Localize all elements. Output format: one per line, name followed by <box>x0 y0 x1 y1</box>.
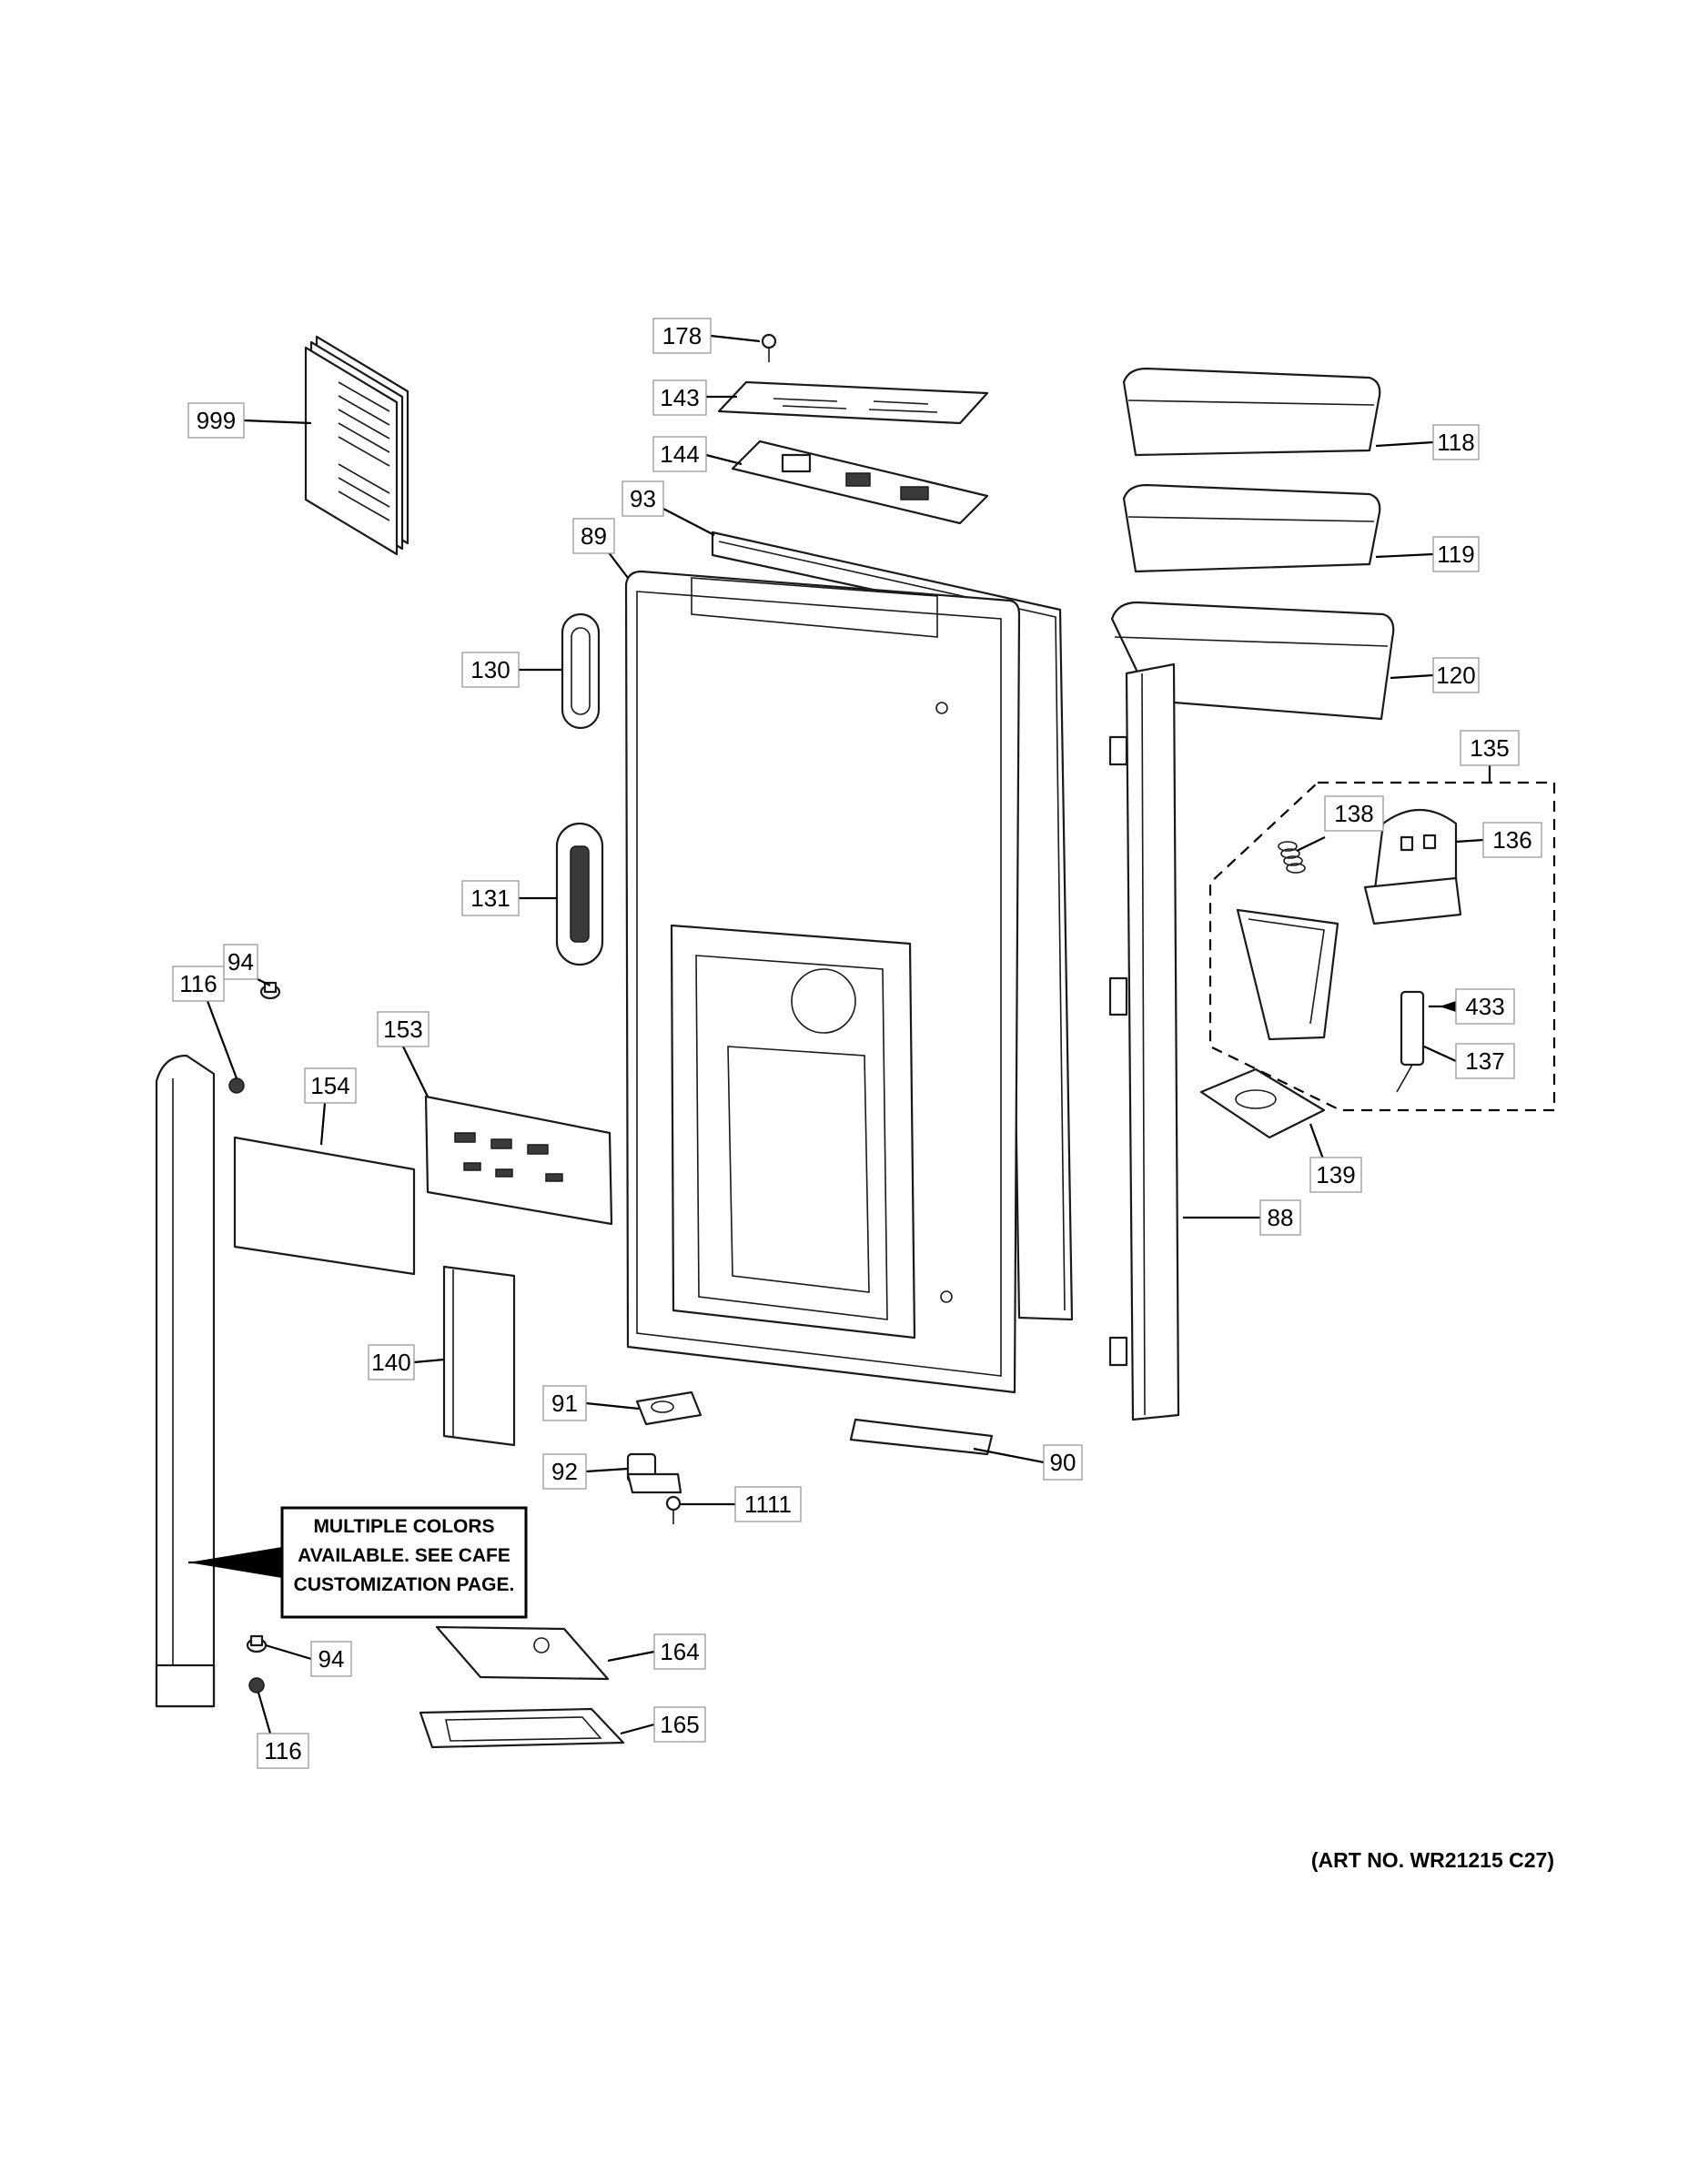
svg-text:90: 90 <box>1050 1449 1076 1476</box>
part-120-door-bin <box>1110 601 1395 721</box>
svg-text:88: 88 <box>1268 1204 1294 1231</box>
svg-text:119: 119 <box>1437 541 1474 568</box>
callout-178: 178 <box>652 318 712 354</box>
part-94-bolt-lower <box>246 1634 268 1653</box>
part-88-flipper-mullion <box>1108 662 1180 1421</box>
arrow-433 <box>1440 1001 1456 1012</box>
part-116-plug-upper <box>228 1077 245 1094</box>
callout-135: 135 <box>1460 730 1520 766</box>
callout-92: 92 <box>542 1453 587 1490</box>
callout-140: 140 <box>368 1344 415 1380</box>
svg-text:433: 433 <box>1465 993 1504 1020</box>
part-143-label <box>717 380 989 425</box>
svg-text:94: 94 <box>227 948 254 976</box>
part-999-manual <box>304 335 409 556</box>
callout-154: 154 <box>304 1067 357 1104</box>
callout-164: 164 <box>653 1633 706 1670</box>
art-number: (ART NO. WR21215 C27) <box>1311 1848 1554 1872</box>
part-154-panel <box>233 1136 416 1276</box>
svg-text:143: 143 <box>660 384 699 411</box>
svg-text:91: 91 <box>551 1390 578 1417</box>
part-1111-screw <box>665 1495 682 1524</box>
callout-131: 131 <box>461 880 520 916</box>
callout-116-upper: 116 <box>172 966 225 1002</box>
callout-119: 119 <box>1432 536 1480 572</box>
part-164-cover <box>435 1625 610 1681</box>
svg-text:94: 94 <box>318 1645 345 1673</box>
svg-text:139: 139 <box>1316 1161 1355 1188</box>
callout-94-lower: 94 <box>310 1641 352 1677</box>
svg-text:165: 165 <box>660 1711 699 1738</box>
svg-text:116: 116 <box>264 1737 301 1764</box>
svg-text:178: 178 <box>662 322 702 349</box>
callout-120: 120 <box>1432 657 1480 693</box>
part-130-cover <box>561 612 601 730</box>
color-note: MULTIPLE COLORS AVAILABLE. SEE CAFE CUST… <box>280 1506 528 1619</box>
part-131-cover <box>555 822 604 966</box>
svg-text:140: 140 <box>371 1349 410 1376</box>
part-93-gasket <box>711 531 1074 1321</box>
callout-137: 137 <box>1455 1043 1515 1079</box>
part-139-base <box>1199 1067 1326 1139</box>
part-153-control-board <box>424 1095 613 1226</box>
svg-text:89: 89 <box>581 522 607 550</box>
leader-lines <box>206 334 1491 1735</box>
part-135-assembly <box>1208 781 1556 1112</box>
svg-text:116: 116 <box>179 970 217 997</box>
callout-116-lower: 116 <box>257 1733 309 1769</box>
callout-165: 165 <box>653 1706 706 1743</box>
callout-90: 90 <box>1043 1444 1083 1481</box>
svg-text:154: 154 <box>310 1072 349 1099</box>
callout-91: 91 <box>542 1385 587 1421</box>
callout-144: 144 <box>652 436 707 472</box>
svg-text:131: 131 <box>470 885 510 912</box>
part-118-door-bin <box>1122 367 1381 457</box>
part-89-door-panel <box>624 570 1021 1394</box>
svg-text:144: 144 <box>660 440 699 468</box>
callout-136: 136 <box>1482 822 1542 858</box>
callout-93: 93 <box>622 480 664 517</box>
svg-text:153: 153 <box>383 1016 422 1043</box>
svg-text:1111: 1111 <box>744 1491 792 1518</box>
svg-text:135: 135 <box>1470 734 1509 762</box>
callout-88: 88 <box>1259 1199 1301 1236</box>
part-92-switch <box>626 1452 682 1494</box>
svg-text:118: 118 <box>1437 429 1474 456</box>
note-line-3: CUSTOMIZATION PAGE. <box>294 1574 515 1595</box>
callout-118: 118 <box>1432 424 1480 460</box>
svg-text:137: 137 <box>1465 1047 1504 1075</box>
callout-89: 89 <box>572 518 615 554</box>
svg-text:93: 93 <box>630 485 656 512</box>
svg-text:164: 164 <box>660 1638 699 1665</box>
part-144-control-board <box>731 440 989 525</box>
part-178-screw <box>761 333 777 362</box>
callout-1111: 1111 <box>734 1486 802 1522</box>
part-165-tray <box>419 1707 625 1749</box>
svg-text:999: 999 <box>197 407 236 434</box>
svg-text:138: 138 <box>1334 800 1373 827</box>
svg-text:130: 130 <box>470 656 510 683</box>
part-116-plug-lower <box>248 1677 265 1694</box>
note-line-1: MULTIPLE COLORS <box>313 1516 494 1537</box>
part-119-door-bin <box>1122 483 1381 573</box>
note-line-2: AVAILABLE. SEE CAFE <box>298 1545 510 1566</box>
part-140-trim <box>442 1265 516 1447</box>
callout-999: 999 <box>187 402 245 439</box>
part-91-actuator <box>635 1390 702 1426</box>
callout-138: 138 <box>1324 795 1384 832</box>
callout-94-upper: 94 <box>223 944 258 980</box>
part-90-bracket <box>849 1418 994 1456</box>
callout-143: 143 <box>652 379 707 416</box>
svg-text:120: 120 <box>1436 662 1475 689</box>
callout-153: 153 <box>377 1011 430 1047</box>
callout-433: 433 <box>1455 988 1515 1025</box>
part-door-handle <box>155 1054 216 1708</box>
svg-text:136: 136 <box>1492 826 1531 854</box>
svg-text:92: 92 <box>551 1458 578 1485</box>
callout-139: 139 <box>1309 1157 1362 1193</box>
callout-130: 130 <box>461 652 520 688</box>
